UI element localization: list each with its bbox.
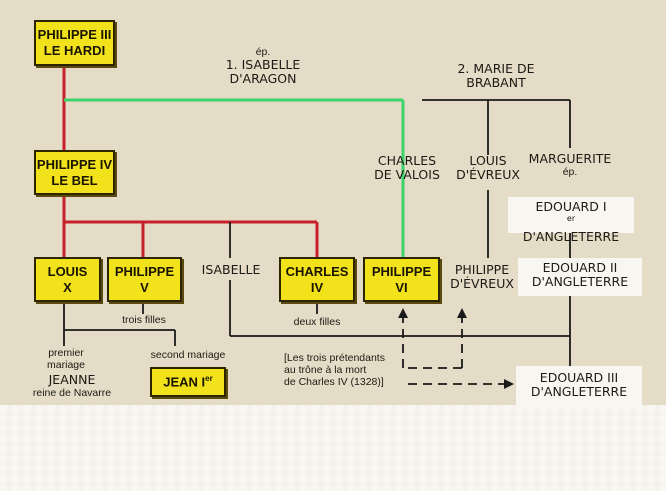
charles-iv-number: IV: [310, 279, 324, 295]
textured-band: [0, 405, 666, 491]
philippe-iii-epithet: LE HARDI: [43, 43, 106, 58]
charles-iv-name: CHARLES: [285, 263, 349, 279]
dashed-pretender-lines: [402, 316, 508, 385]
louis-x-number: X: [63, 279, 72, 295]
philippe-iv-name: PHILIPPE IV: [36, 156, 113, 172]
philippe-v-box: PHILIPPE V: [107, 257, 182, 302]
charles-iv-box: CHARLES IV: [279, 257, 355, 302]
second-marriage-label: 2. MARIE DE BRABANT: [457, 61, 535, 91]
louis-x-name: LOUIS: [47, 263, 88, 279]
philippe-evreux-label: PHILIPPE D'ÉVREUX: [450, 262, 514, 292]
philippe-vi-name: PHILIPPE: [371, 263, 432, 279]
philippe-iv-box: PHILIPPE IV LE BEL: [34, 150, 115, 195]
edouard-i-backdrop: [508, 197, 634, 233]
black-lineage: [63, 99, 571, 366]
philippe-vi-box: PHILIPPE VI: [363, 257, 440, 302]
edouard-iii-backdrop: [516, 366, 642, 408]
louis-x-box: LOUIS X: [34, 257, 101, 302]
philippe-v-name: PHILIPPE: [114, 263, 175, 279]
philippe-v-number: V: [140, 279, 149, 295]
louis-evreux-label: LOUIS D'ÉVREUX: [456, 153, 520, 183]
first-marriage-label: ép. 1. ISABELLE D'ARAGON: [225, 46, 301, 87]
jeanne-label: JEANNE reine de Navarre: [32, 372, 112, 400]
philippe-iv-epithet: LE BEL: [51, 172, 98, 188]
philippe-iii-name: PHILIPPE III: [37, 27, 112, 43]
premier-mariage-label: premier mariage: [47, 347, 85, 372]
deux-filles-label: deux filles: [293, 316, 341, 328]
red-lineage: [62, 66, 319, 258]
isabelle-label: ISABELLE: [201, 262, 261, 277]
jean-i-name: JEAN Ier: [163, 374, 213, 390]
green-lineage: [64, 98, 405, 258]
arrow-heads: [398, 308, 514, 389]
pretendants-note: [Les trois prétendants au trône à la mor…: [284, 352, 385, 389]
second-mariage-label: second mariage: [150, 349, 226, 361]
jean-i-box: JEAN Ier: [150, 367, 226, 397]
edouard-ii-backdrop: [518, 258, 642, 296]
edouard-ii-label: EDOUARD II D'ANGLETERRE: [531, 260, 629, 290]
philippe-vi-number: VI: [395, 279, 408, 295]
edouard-iii-label: EDOUARD III D'ANGLETERRE: [530, 370, 628, 400]
charles-de-valois-label: CHARLES DE VALOIS: [374, 153, 440, 183]
trois-filles-label: trois filles: [122, 314, 166, 326]
marguerite-label: MARGUERITE ép.: [528, 151, 612, 179]
philippe-iii-box: PHILIPPE III LE HARDI: [34, 20, 115, 66]
